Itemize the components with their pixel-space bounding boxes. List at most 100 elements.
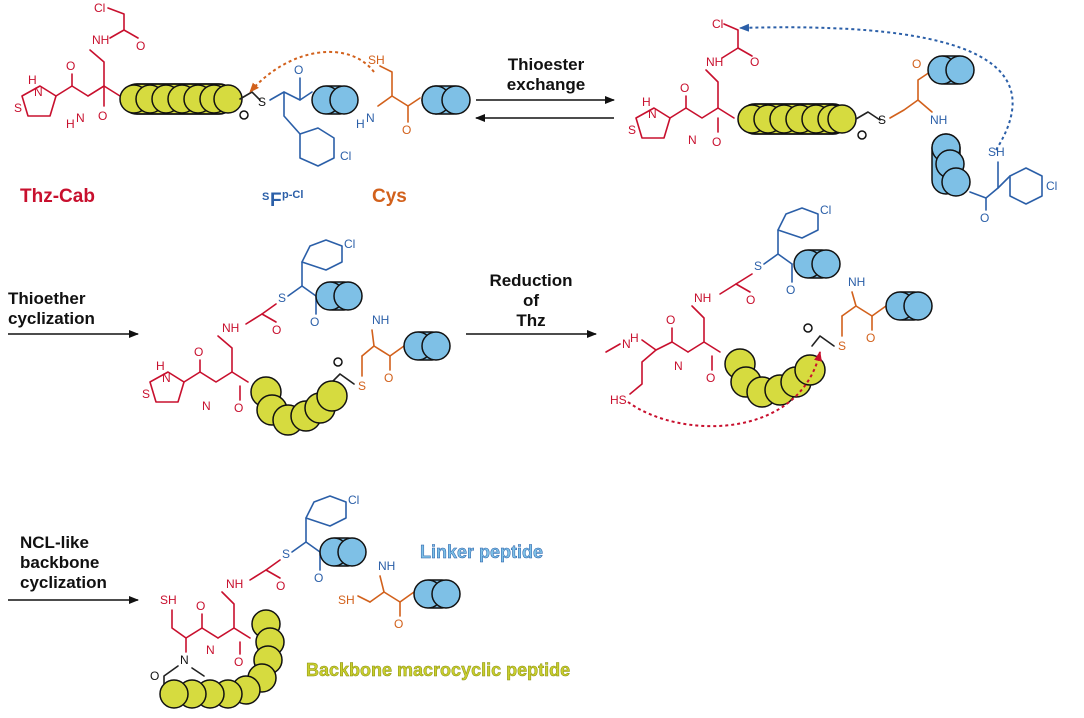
svg-text:O: O	[712, 135, 721, 149]
cargo-beads-4	[724, 348, 826, 408]
svg-text:O: O	[680, 81, 689, 95]
svg-text:N: N	[622, 337, 631, 351]
svg-text:Thz: Thz	[516, 311, 545, 330]
svg-text:O: O	[746, 293, 755, 307]
svg-text:H: H	[642, 95, 651, 109]
svg-text:NH: NH	[706, 55, 723, 69]
svg-text:Cl: Cl	[1046, 179, 1057, 193]
cargo-beads-3	[250, 376, 348, 436]
svg-text:Cl: Cl	[344, 237, 355, 251]
svg-text:H: H	[156, 359, 165, 373]
svg-text:N: N	[688, 133, 697, 147]
svg-text:O: O	[666, 313, 675, 327]
svg-text:NH: NH	[378, 559, 395, 573]
svg-text:O: O	[66, 59, 75, 73]
svg-text:NH: NH	[372, 313, 389, 327]
svg-text:N: N	[674, 359, 683, 373]
sh-attack-arrow-2	[739, 23, 1014, 151]
svg-text:N: N	[76, 111, 85, 125]
svg-text:S: S	[838, 339, 846, 353]
svg-text:N: N	[34, 85, 43, 99]
svg-text:NCL-like: NCL-like	[20, 533, 89, 552]
svg-text:S: S	[878, 113, 886, 127]
svg-text:backbone: backbone	[20, 553, 99, 572]
svg-text:Thioether: Thioether	[8, 289, 86, 308]
panel-starting-material: H N S O H N NH O Cl O	[14, 1, 471, 211]
svg-text:S: S	[282, 547, 290, 561]
linker-beads-7	[885, 291, 933, 321]
svg-text:O: O	[750, 55, 759, 69]
svg-text:O: O	[402, 123, 411, 137]
sfpcl-structure: O Cl	[269, 63, 351, 167]
svg-text:O: O	[136, 39, 145, 53]
reduction-thz-arrow: Reduction of Thz	[466, 271, 597, 338]
svg-text:H: H	[356, 117, 365, 131]
svg-text:cyclization: cyclization	[20, 573, 107, 592]
thioether-cyclization-arrow: Thioether cyclization	[8, 289, 139, 338]
svg-text:O: O	[866, 331, 875, 345]
svg-text:N: N	[180, 653, 189, 667]
svg-text:S: S	[754, 259, 762, 273]
svg-text:H: H	[28, 73, 37, 87]
linker-beads-9	[413, 579, 461, 609]
panel-exchanged-thioester: H N S O N NH Cl O O S O NH	[628, 17, 1057, 225]
label-thz-cab: Thz-Cab	[20, 186, 95, 207]
svg-text:S: S	[14, 101, 22, 115]
linker-beads-5	[403, 331, 451, 361]
svg-text:NH: NH	[226, 577, 243, 591]
svg-text:O: O	[276, 579, 285, 593]
svg-text:SH: SH	[338, 593, 355, 607]
panel-thioether-macrocycle: H N S O N NH O O S Cl O NH S O	[142, 237, 451, 436]
svg-text:O: O	[150, 669, 159, 683]
svg-text:O: O	[234, 401, 243, 415]
sh-attack-arrow-3	[627, 351, 822, 428]
svg-text:SH: SH	[988, 145, 1005, 159]
panel-reduced-thz: N H O HS N NH O O S Cl O NH S O	[605, 203, 933, 428]
svg-text:N: N	[206, 643, 215, 657]
svg-text:O: O	[980, 211, 989, 225]
svg-text:S: S	[278, 291, 286, 305]
svg-text:NH: NH	[222, 321, 239, 335]
linker-beads-1	[311, 85, 359, 115]
svg-text:O: O	[310, 315, 319, 329]
svg-text:Cl: Cl	[348, 493, 359, 507]
linker-beads-8	[319, 537, 367, 567]
svg-text:O: O	[394, 617, 403, 631]
svg-text:O: O	[272, 323, 281, 337]
cargo-peptide-beads	[119, 83, 243, 115]
svg-text:Cl: Cl	[712, 17, 723, 31]
svg-text:Cl: Cl	[820, 203, 831, 217]
svg-text:NH: NH	[694, 291, 711, 305]
label-sfpcl: F	[270, 190, 282, 211]
thz-cab-structure: H N S O H N NH O Cl O	[14, 1, 145, 131]
svg-text:O: O	[98, 109, 107, 123]
cargo-beads-5	[159, 609, 285, 709]
svg-text:p-Cl: p-Cl	[282, 189, 303, 201]
svg-text:O: O	[706, 371, 715, 385]
svg-text:H: H	[630, 331, 639, 345]
svg-text:S: S	[258, 95, 266, 109]
ncl-cyclization-arrow: NCL-like backbone cyclization	[8, 533, 139, 604]
label-linker-peptide: Linker peptide	[420, 542, 543, 562]
svg-text:exchange: exchange	[507, 75, 585, 94]
linker-beads-3	[927, 55, 975, 197]
svg-text:O: O	[294, 63, 303, 77]
svg-text:Cl: Cl	[94, 1, 105, 15]
svg-text:SH: SH	[368, 53, 385, 67]
label-backbone-macrocyclic: Backbone macrocyclic peptide	[306, 660, 570, 680]
svg-text:O: O	[194, 345, 203, 359]
svg-text:S: S	[628, 123, 636, 137]
svg-text:O: O	[234, 655, 243, 669]
svg-text:N: N	[648, 107, 657, 121]
svg-text:NH: NH	[92, 33, 109, 47]
svg-text:N: N	[366, 111, 375, 125]
svg-text:N: N	[202, 399, 211, 413]
svg-text:Reduction: Reduction	[489, 271, 572, 290]
linker-beads-4	[315, 281, 363, 311]
svg-text:cyclization: cyclization	[8, 309, 95, 328]
svg-text:O: O	[912, 57, 921, 71]
svg-text:H: H	[66, 117, 75, 131]
cys-structure: H N SH O	[356, 53, 421, 137]
